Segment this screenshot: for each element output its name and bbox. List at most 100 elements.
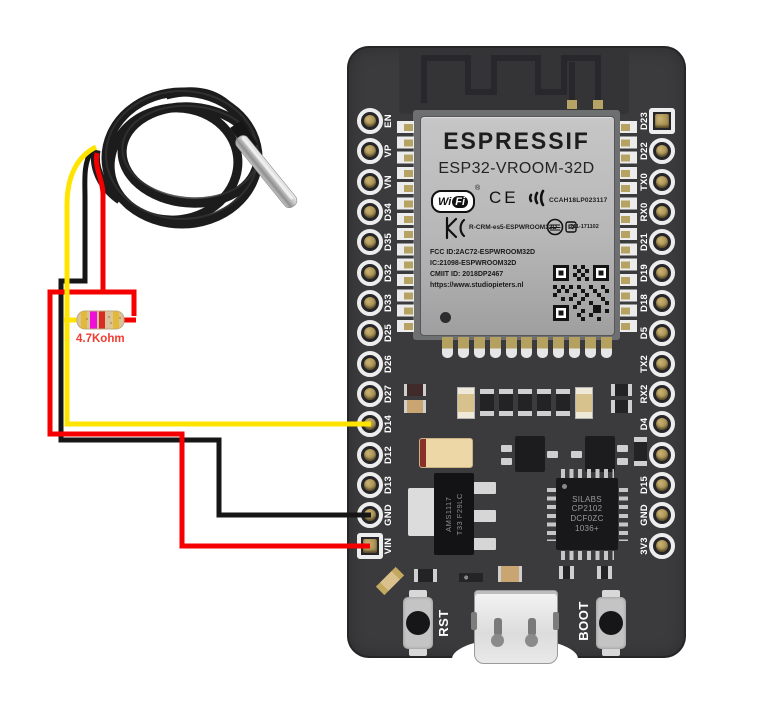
pin-hole-d18 — [649, 290, 675, 316]
pin-hole-rx2 — [649, 381, 675, 407]
pin-hole-d22 — [649, 138, 675, 164]
smd-transistor — [585, 436, 615, 472]
smd-resistor — [556, 389, 570, 416]
smd-led — [575, 387, 593, 419]
boot-button-tab — [602, 590, 620, 598]
module-bottom-pad — [537, 337, 548, 358]
resistor-value-label: 4.7Kohm — [76, 333, 125, 345]
pin-hole-d32 — [357, 260, 383, 286]
smd-component — [634, 437, 647, 466]
smd-component — [559, 566, 574, 579]
qfp-pins-top — [561, 469, 614, 478]
smd-pad — [571, 451, 582, 458]
usb-uart-marking: SILABS CP2102 DCF0ZC 1036+ — [570, 495, 603, 533]
smd-pad — [617, 445, 628, 452]
resistor-band-1 — [81, 311, 87, 329]
ce-mark: CE — [489, 188, 519, 207]
pin-hole-tx0 — [649, 169, 675, 195]
usb-uart-chip: SILABS CP2102 DCF0ZC 1036+ — [556, 478, 618, 550]
pin-hole-rx0 — [649, 199, 675, 225]
rst-button-tab — [409, 648, 427, 656]
pin-hole-d12 — [357, 442, 383, 468]
ic-line: IC:21098-ESPWROOM32D — [430, 259, 517, 267]
pin-hole-d13 — [357, 472, 383, 498]
pin-hole-d35 — [357, 229, 383, 255]
resistor-band-3 — [99, 311, 105, 329]
pin-hole-3v3 — [649, 533, 675, 559]
rst-button-cap — [406, 611, 430, 635]
registered-trademark-icon: ® — [475, 185, 481, 192]
wifi-logo-fi: Fi — [452, 195, 469, 208]
smd-transistor — [515, 436, 545, 472]
resistor-band-2 — [90, 311, 97, 329]
boot-button-cap — [599, 611, 623, 635]
smd-pad — [547, 451, 558, 458]
usb-slot-hole — [491, 634, 504, 647]
qr-code — [553, 265, 609, 322]
smd-component — [597, 566, 612, 579]
module-bottom-pad — [585, 337, 596, 358]
kc-cert-no: 211-171102 — [570, 224, 599, 230]
module-pads-left-gold — [404, 124, 413, 332]
smd-component — [404, 400, 426, 413]
module-bottom-pad — [458, 337, 469, 358]
ground-wire — [58, 148, 371, 518]
qfp-pins-left — [547, 488, 556, 541]
power-wire — [47, 152, 370, 549]
boot-button-tab — [602, 648, 620, 656]
wifi-cert-id: CCAH18LP023117 — [549, 197, 608, 204]
pin-hole-d23 — [649, 108, 675, 134]
pin-hole-d21 — [649, 229, 675, 255]
smd-component — [611, 384, 632, 396]
resistor-band-4 — [113, 311, 119, 329]
pin-hole-vp — [357, 138, 383, 164]
usb-side-clip — [471, 612, 477, 630]
module-bottom-pad — [490, 337, 501, 358]
data-wire — [64, 144, 371, 427]
pin-hole-d34 — [357, 199, 383, 225]
smd-resistor — [537, 389, 551, 416]
emc-wave-icon — [523, 189, 547, 207]
module-model: ESP32-VROOM-32D — [438, 160, 595, 177]
pin-hole-d25 — [357, 320, 383, 346]
pin-hole-d4 — [649, 411, 675, 437]
temperature-probe — [235, 135, 298, 209]
kc-mark-icon — [444, 216, 466, 240]
smd-pad — [617, 458, 628, 465]
uart-line1: SILABS — [572, 494, 602, 504]
micro-usb-connector — [474, 590, 558, 664]
qfp-pins-bottom — [561, 551, 614, 560]
uart-line4: 1036+ — [575, 523, 599, 533]
regulator-tab-pad — [408, 488, 436, 536]
qfp-pins-right — [619, 488, 628, 541]
pin-hole-d2 — [649, 442, 675, 468]
voltage-regulator-chip: AMS1117 T33 F29LC — [434, 473, 474, 555]
smd-component — [404, 384, 426, 396]
usb-slot — [494, 618, 502, 636]
antenna-feed-pad — [593, 100, 603, 109]
smd-component — [414, 569, 437, 582]
usb-slot-hole — [525, 634, 538, 647]
regulator-leg — [472, 482, 496, 494]
smd-led — [457, 387, 475, 419]
smd-pad — [501, 458, 512, 465]
module-bottom-pad — [553, 337, 564, 358]
smd-component — [611, 400, 632, 413]
pin-hole-gnd-right — [649, 502, 675, 528]
smd-pad — [501, 445, 512, 452]
antenna-meander-trace — [421, 55, 601, 103]
pin-hole-vn — [357, 169, 383, 195]
chip-pin1-dot — [562, 484, 567, 489]
wifi-logo-wi: Wi — [437, 195, 452, 208]
uart-line3: DCF0ZC — [570, 514, 604, 523]
regulator-leg — [472, 510, 496, 522]
usb-slot — [528, 618, 536, 636]
smd-resistor — [480, 389, 494, 416]
rst-button-tab — [409, 590, 427, 598]
module-brand: ESPRESSIF — [443, 128, 590, 155]
usb-side-clip — [553, 612, 559, 630]
pin-hole-d27 — [357, 381, 383, 407]
cmiit-line: CMIIT ID: 2018DP2467 — [430, 270, 504, 278]
module-bottom-pad — [569, 337, 580, 358]
pin-hole-d5 — [649, 320, 675, 346]
